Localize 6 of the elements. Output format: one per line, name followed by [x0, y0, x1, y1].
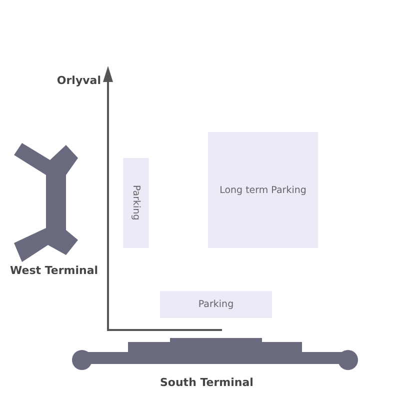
terminal-label: South Terminal [160, 376, 254, 389]
parking-area: Parking [123, 158, 149, 248]
line-label: Orlyval [56, 74, 101, 87]
parking-area: Long term Parking [208, 132, 318, 248]
parking-area: Parking [160, 291, 272, 318]
terminal-label: West Terminal [10, 264, 98, 277]
